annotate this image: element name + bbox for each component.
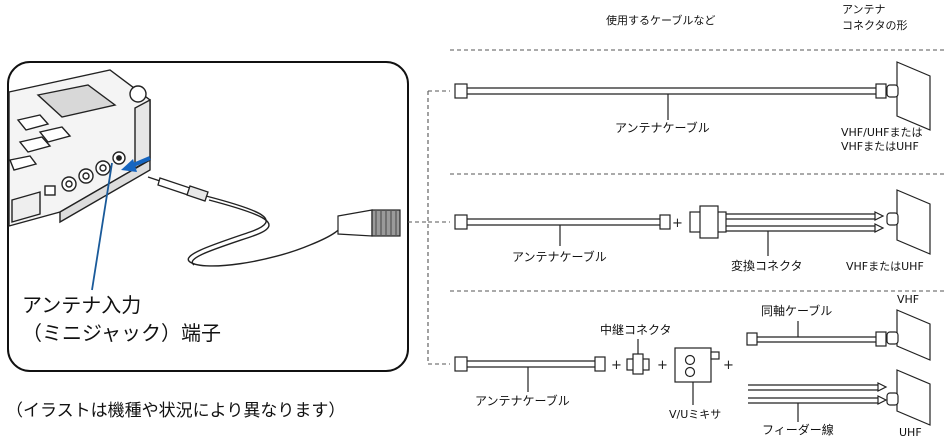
callout-label-2: （ミニジャック）端子 [22,321,221,345]
row3-vu-mixer [674,347,720,405]
row1-shape-label-1: VHF/UHFまたは [841,126,923,139]
callout-label-1: アンテナ入力 [22,293,142,317]
insert-arrow [121,156,151,172]
row2-cable [454,214,671,246]
row2-converter-label: 変換コネクタ [731,259,803,273]
row-bracket [408,90,450,365]
row3-feeder-line [748,382,888,422]
row2-wall-outlet [886,189,931,255]
row-separators [450,49,946,292]
svg-text:+: + [611,358,622,373]
row3-coax-cable [746,321,887,347]
row3-cable-label: アンテナケーブル [475,394,570,408]
laptop-illustration [8,69,151,227]
row1-cable [454,83,887,120]
row2-converter [689,205,885,256]
row1-wall-outlet [886,61,931,131]
cable-coil [187,195,342,267]
header-connector-label-1: アンテナ [842,3,886,16]
callout-line [91,162,113,291]
row3-feeder-label: フィーダー線 [762,423,834,437]
header-cables-label: 使用するケーブルなど [606,14,716,27]
row1-cable-label: アンテナケーブル [615,121,710,135]
header-connector-label-2: コネクタの形 [842,19,908,32]
row3-relay-connector [626,339,650,375]
row3-coax-label: 同軸ケーブル [761,304,833,318]
caption: （イラストは機種や状況により異なります） [6,401,346,421]
row3-cable [454,356,606,392]
row3-mixer-label: V/Uミキサ [669,408,722,421]
svg-text:+: + [672,216,683,231]
row2-cable-label: アンテナケーブル [512,250,607,264]
mini-plug [147,176,209,202]
row3-uhf-outlet [886,369,931,426]
row1-shape-label-2: VHFまたはUHF [841,140,919,153]
row3-uhf-label: UHF [899,426,922,439]
svg-text:+: + [657,358,668,373]
plus-signs: + + + + [611,216,734,373]
row3-vhf-label: VHF [897,293,920,306]
svg-text:+: + [723,358,734,373]
row3-relay-label: 中継コネクタ [600,323,672,337]
illustration-panel [7,61,409,372]
f-connector [337,209,401,237]
row3-vhf-outlet [886,309,931,361]
row2-shape-label: VHFまたはUHF [846,260,924,273]
